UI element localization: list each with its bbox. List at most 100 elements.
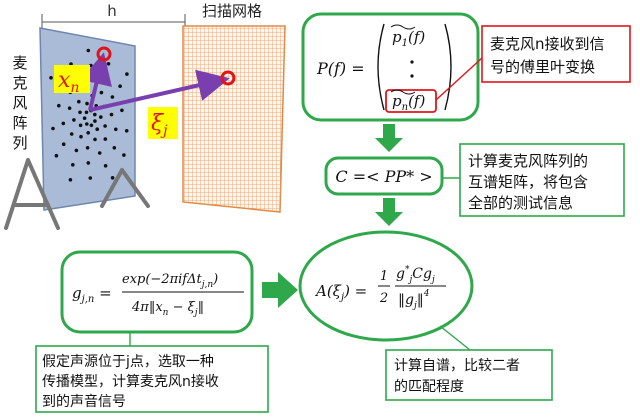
xn-label-bg xyxy=(54,65,90,93)
assume-note-line: 到的声音信号 xyxy=(42,393,126,410)
microphone-dot xyxy=(114,127,118,132)
microphone-dot xyxy=(93,137,97,142)
microphone-panel xyxy=(39,27,136,211)
microphone-dot xyxy=(51,126,55,131)
mic-array-char: 阵 xyxy=(12,114,27,132)
microphone-dot xyxy=(89,123,94,128)
microphone-dot xyxy=(95,127,99,131)
down-arrow-1 xyxy=(375,124,403,152)
microphone-dot xyxy=(124,129,129,133)
mic-array-char: 麦 xyxy=(12,54,27,72)
microphone-dot xyxy=(68,178,73,182)
cross-note-line: 互谱矩阵，将包含 xyxy=(468,173,588,191)
microphone-dot xyxy=(110,176,115,180)
microphone-dot xyxy=(61,142,66,146)
mic-n-marker xyxy=(96,46,112,62)
assume-note-line: 传播模型，计算麦克风n接收 xyxy=(42,373,219,390)
a-lhs: A(ξj) = xyxy=(314,282,367,303)
g-lhs: gj,n = xyxy=(72,284,112,305)
microphone-dot xyxy=(71,163,75,167)
h-label: h xyxy=(107,2,117,20)
microphone-dot xyxy=(109,112,114,117)
cross-note xyxy=(459,143,625,217)
microphone-dot xyxy=(90,78,94,83)
scan-grid-label: 扫描网格 xyxy=(202,2,262,20)
microphone-dot xyxy=(85,122,89,126)
microphone-dot xyxy=(120,108,124,113)
microphone-dot xyxy=(93,119,97,123)
microphone-dot xyxy=(103,76,108,81)
microphone-dot xyxy=(93,112,97,117)
microphone-dot xyxy=(74,148,79,153)
microphone-dot xyxy=(85,146,90,150)
g-denominator: 4π‖xn − ξj‖ xyxy=(131,300,204,318)
microphone-dot xyxy=(122,153,126,157)
xn-label: xn xyxy=(58,68,79,96)
a-numerator: g*jCgj xyxy=(396,265,435,285)
mic-array-char: 克 xyxy=(12,74,27,92)
h-dimension: h xyxy=(41,2,186,32)
fourier-note-line: 号的傅里叶变换 xyxy=(490,58,595,76)
mic-array-char: 列 xyxy=(12,134,27,152)
microphone-dot xyxy=(103,137,108,141)
fourier-note xyxy=(481,25,631,83)
down-arrow-2 xyxy=(375,198,403,226)
microphone-dot xyxy=(86,48,91,53)
microphone-dot xyxy=(57,103,61,108)
microphone-dot xyxy=(54,153,59,158)
p-vector-box xyxy=(301,12,480,122)
cross-note-line: 计算麦克风阵列的 xyxy=(468,152,588,170)
tilde-top xyxy=(390,24,416,30)
microphone-dot xyxy=(78,123,83,128)
self-note-line: 的匹配程度 xyxy=(394,379,464,395)
microphone-dot xyxy=(103,164,108,168)
vectors xyxy=(80,46,236,112)
assume-note-line: 假定声源位于j点，选取一种 xyxy=(42,354,214,370)
right-arrow xyxy=(262,272,298,308)
microphone-dot xyxy=(125,72,129,76)
tilde-bottom xyxy=(390,89,416,95)
xn-vector xyxy=(80,52,112,111)
microphone-dot xyxy=(118,84,122,88)
microphone-dot xyxy=(78,110,82,115)
cross-spectrum-box xyxy=(324,156,444,196)
left-paren xyxy=(377,23,385,111)
p-formula-lhs: P(f) = xyxy=(316,59,365,78)
stand xyxy=(4,158,150,230)
microphone-dot xyxy=(86,131,90,135)
microphone-dot xyxy=(88,176,93,180)
microphone-dot xyxy=(49,76,53,80)
microphone-dot xyxy=(110,95,115,99)
microphone-dot xyxy=(67,106,72,110)
microphone-dot xyxy=(86,161,91,165)
microphone-dot xyxy=(61,121,66,126)
mic-array-label: 麦 克 风 阵 列 xyxy=(12,54,27,152)
grid-point-marker xyxy=(220,70,236,86)
fourier-note-line: 麦克风n接收到信 xyxy=(490,35,605,53)
microphone-dot xyxy=(82,116,87,120)
microphone-dot xyxy=(103,124,107,128)
microphone-dot xyxy=(69,132,74,136)
self-connector xyxy=(439,325,471,351)
a-half-numerator: 1 xyxy=(380,269,388,284)
microphone-dot xyxy=(99,90,104,95)
self-note-line: 计算自谱，比较二者 xyxy=(394,358,520,374)
right-paren xyxy=(444,23,452,111)
microphone-dot xyxy=(84,110,89,115)
microphone-dot xyxy=(79,134,83,139)
xi-label: ξj xyxy=(151,111,168,139)
a-denominator: ‖gj‖4 xyxy=(398,289,430,311)
microphone-dot xyxy=(106,62,111,66)
microphone-dot xyxy=(85,101,89,106)
xi-vector xyxy=(89,69,230,112)
microphone-dot xyxy=(112,146,117,150)
p-bottom-entry: pn(f) xyxy=(392,92,425,113)
mic-array-char: 风 xyxy=(12,94,27,112)
pn-highlight xyxy=(385,89,437,113)
microphone-dot xyxy=(77,99,81,104)
microphone-dot xyxy=(72,118,76,122)
c-formula: C =< PP* > xyxy=(335,167,432,186)
g-numerator: exp(−2πifΔtj,n) xyxy=(122,272,218,290)
p-top-entry: p1(f) xyxy=(392,28,425,49)
